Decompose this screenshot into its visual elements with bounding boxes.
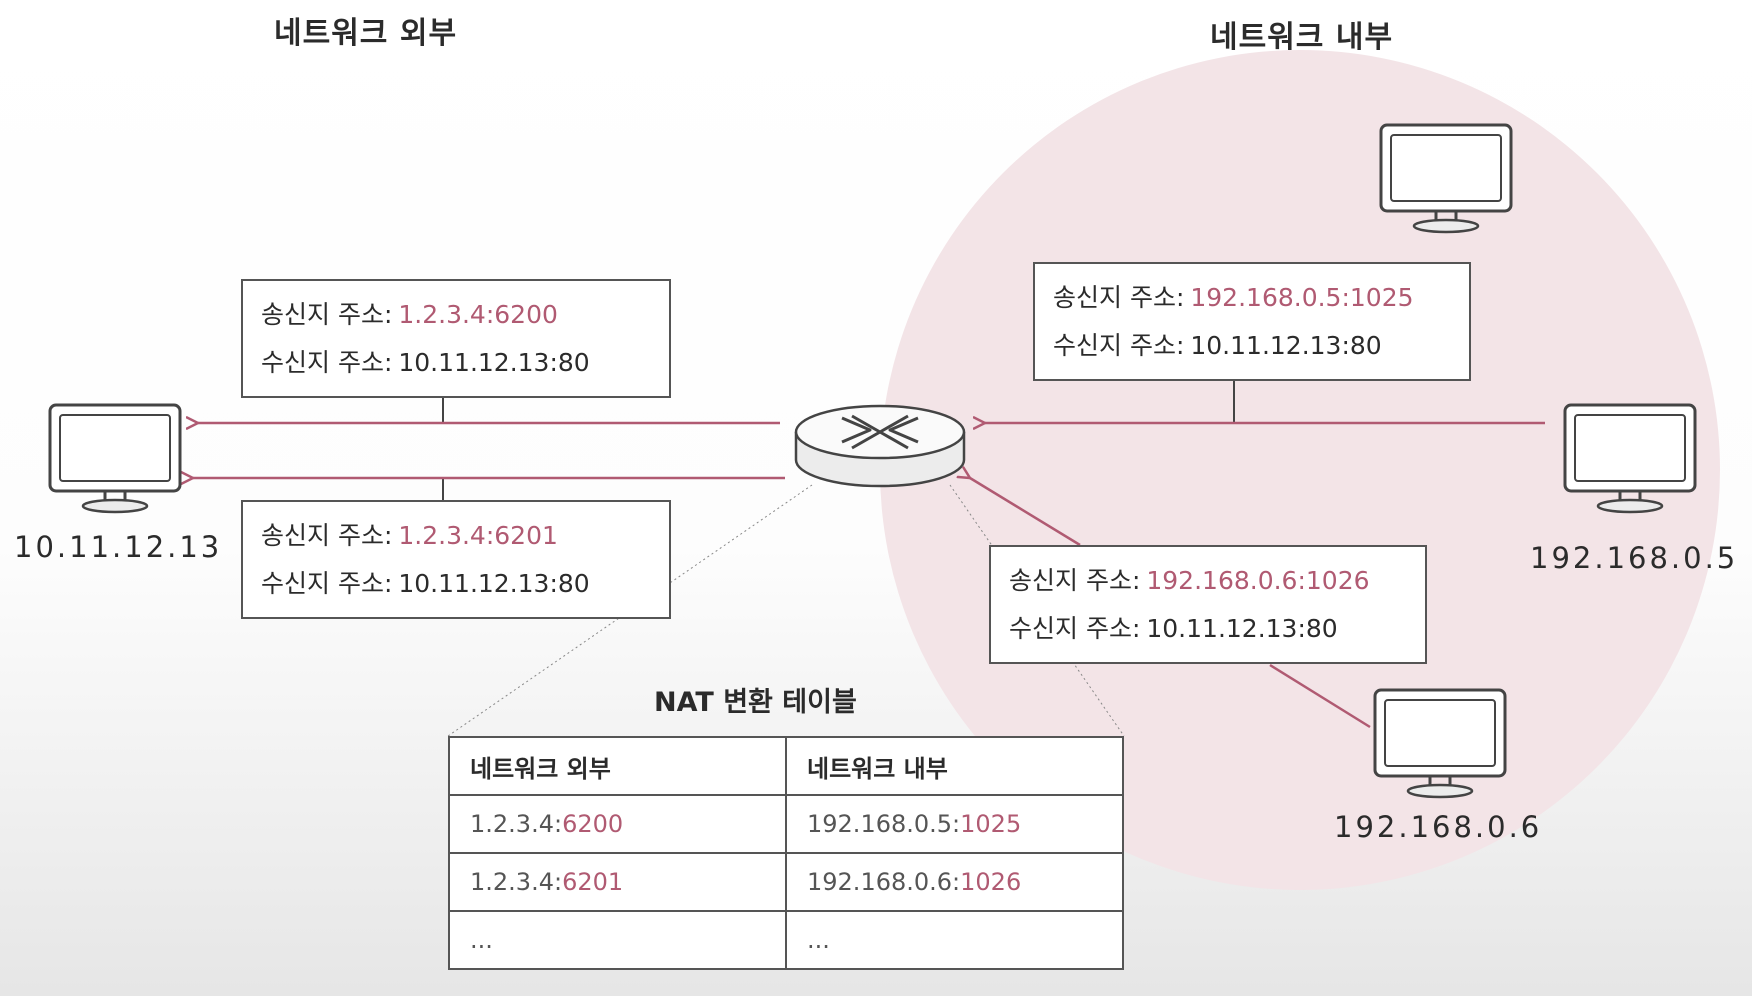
src-value: 192.168.0.5:1025 bbox=[1190, 283, 1414, 312]
src-label: 송신지 주소: bbox=[1053, 283, 1185, 312]
internal-right-host-ip: 192.168.0.5 bbox=[1530, 541, 1739, 575]
table-header-row: 네트워크 외부 네트워크 내부 bbox=[448, 736, 1124, 796]
dst-label: 수신지 주소: bbox=[1053, 331, 1185, 360]
monitor-icon bbox=[1373, 688, 1507, 799]
monitor-icon bbox=[1563, 403, 1697, 514]
inside-ip: 192.168.0.6: bbox=[807, 868, 961, 896]
internal-bottom-host-ip: 192.168.0.6 bbox=[1334, 810, 1543, 844]
header-outside: 네트워크 외부 bbox=[448, 736, 787, 796]
dst-value: 10.11.12.13:80 bbox=[398, 348, 590, 377]
outside-cell: 1.2.3.4:6200 bbox=[448, 794, 787, 854]
outside-port: 6201 bbox=[562, 868, 624, 896]
inside-cell: 192.168.0.5:1025 bbox=[785, 794, 1124, 854]
src-label: 송신지 주소: bbox=[1009, 566, 1141, 595]
packet-box-int-top: 송신지 주소:192.168.0.5:1025 수신지 주소:10.11.12.… bbox=[1033, 262, 1471, 381]
inside-cell: ... bbox=[785, 910, 1124, 970]
nat-table-title: NAT 변환 테이블 bbox=[654, 687, 857, 718]
dst-label: 수신지 주소: bbox=[261, 569, 393, 598]
nat-table: 네트워크 외부 네트워크 내부 1.2.3.4:6200 192.168.0.5… bbox=[448, 736, 1124, 970]
dst-value: 10.11.12.13:80 bbox=[398, 569, 590, 598]
dst-label: 수신지 주소: bbox=[1009, 614, 1141, 643]
table-row: ... ... bbox=[448, 910, 1124, 970]
outside-cell: ... bbox=[448, 910, 787, 970]
dst-value: 10.11.12.13:80 bbox=[1146, 614, 1338, 643]
external-host-ip: 10.11.12.13 bbox=[14, 530, 223, 564]
packet-box-ext-bottom: 송신지 주소:1.2.3.4:6201 수신지 주소:10.11.12.13:8… bbox=[241, 500, 671, 619]
inside-cell: 192.168.0.6:1026 bbox=[785, 852, 1124, 912]
monitor-icon bbox=[1379, 123, 1513, 234]
outside-ip: 1.2.3.4: bbox=[470, 868, 563, 896]
table-row: 1.2.3.4:6201 192.168.0.6:1026 bbox=[448, 852, 1124, 912]
dst-value: 10.11.12.13:80 bbox=[1190, 331, 1382, 360]
link-bottom-host bbox=[1269, 663, 1371, 729]
packet-box-int-bottom: 송신지 주소:192.168.0.6:1026 수신지 주소:10.11.12.… bbox=[989, 545, 1427, 664]
inside-ip: ... bbox=[807, 926, 830, 954]
src-value: 1.2.3.4:6200 bbox=[398, 300, 558, 329]
outside-ip: 1.2.3.4: bbox=[470, 810, 563, 838]
outside-port: 6200 bbox=[562, 810, 624, 838]
zoom-guide-right bbox=[949, 484, 1125, 737]
outside-ip: ... bbox=[470, 926, 493, 954]
table-row: 1.2.3.4:6200 192.168.0.5:1025 bbox=[448, 794, 1124, 854]
router-icon bbox=[794, 404, 966, 488]
inside-ip: 192.168.0.5: bbox=[807, 810, 961, 838]
outside-cell: 1.2.3.4:6201 bbox=[448, 852, 787, 912]
inside-port: 1025 bbox=[960, 810, 1022, 838]
src-label: 송신지 주소: bbox=[261, 521, 393, 550]
inside-port: 1026 bbox=[960, 868, 1022, 896]
packet-box-ext-top: 송신지 주소:1.2.3.4:6200 수신지 주소:10.11.12.13:8… bbox=[241, 279, 671, 398]
src-label: 송신지 주소: bbox=[261, 300, 393, 329]
header-inside: 네트워크 내부 bbox=[785, 736, 1124, 796]
outside-network-title: 네트워크 외부 bbox=[274, 16, 458, 51]
monitor-icon bbox=[48, 403, 182, 514]
src-value: 192.168.0.6:1026 bbox=[1146, 566, 1370, 595]
inside-network-title: 네트워크 내부 bbox=[1210, 20, 1394, 55]
arrow-up-left-icon bbox=[970, 478, 1081, 547]
src-value: 1.2.3.4:6201 bbox=[398, 521, 558, 550]
inside-network-area bbox=[880, 50, 1720, 890]
dst-label: 수신지 주소: bbox=[261, 348, 393, 377]
